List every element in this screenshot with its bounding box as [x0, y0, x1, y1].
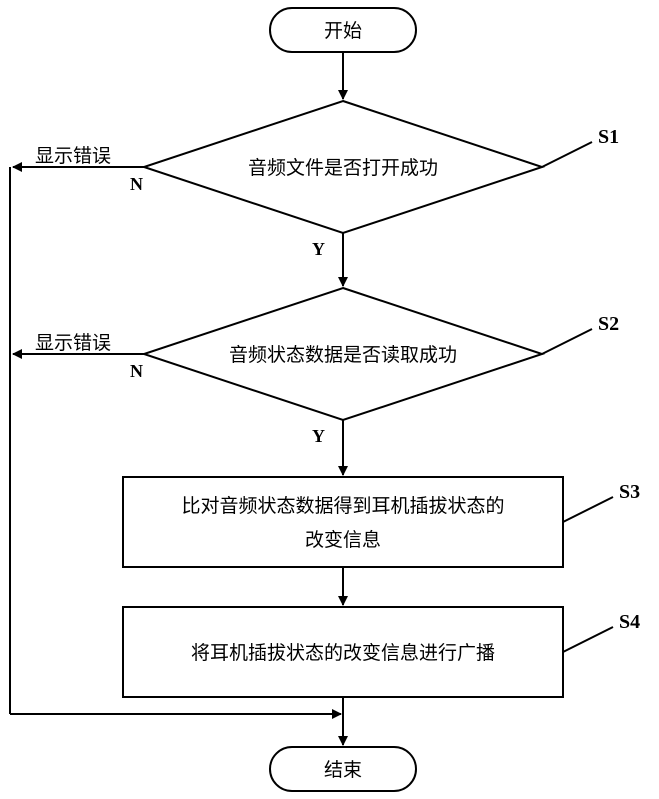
error-label-2: 显示错误 [35, 332, 111, 354]
process-4-label: 将耳机插拔状态的改变信息进行广播 [191, 642, 495, 664]
yes-label-1: Y [312, 239, 325, 259]
start-label: 开始 [324, 20, 362, 42]
step-4-leader [563, 627, 613, 652]
step-3-label: S3 [619, 481, 640, 503]
decision-2-label: 音频状态数据是否读取成功 [229, 344, 457, 366]
process-3-box [123, 477, 563, 567]
decision-1-label: 音频文件是否打开成功 [248, 157, 438, 179]
no-label-2: N [130, 361, 143, 381]
process-3-line-1: 比对音频状态数据得到耳机插拔状态的 [181, 495, 504, 517]
step-1-label: S1 [598, 126, 619, 148]
no-label-1: N [130, 174, 143, 194]
step-3-leader [563, 497, 613, 522]
step-4-label: S4 [619, 611, 640, 633]
step-1-leader [542, 142, 592, 167]
step-2-leader [542, 329, 592, 354]
end-label: 结束 [324, 759, 362, 781]
yes-label-2: Y [312, 426, 325, 446]
error-label-1: 显示错误 [35, 145, 111, 167]
step-2-label: S2 [598, 313, 619, 335]
process-3-line-2: 改变信息 [305, 529, 381, 551]
